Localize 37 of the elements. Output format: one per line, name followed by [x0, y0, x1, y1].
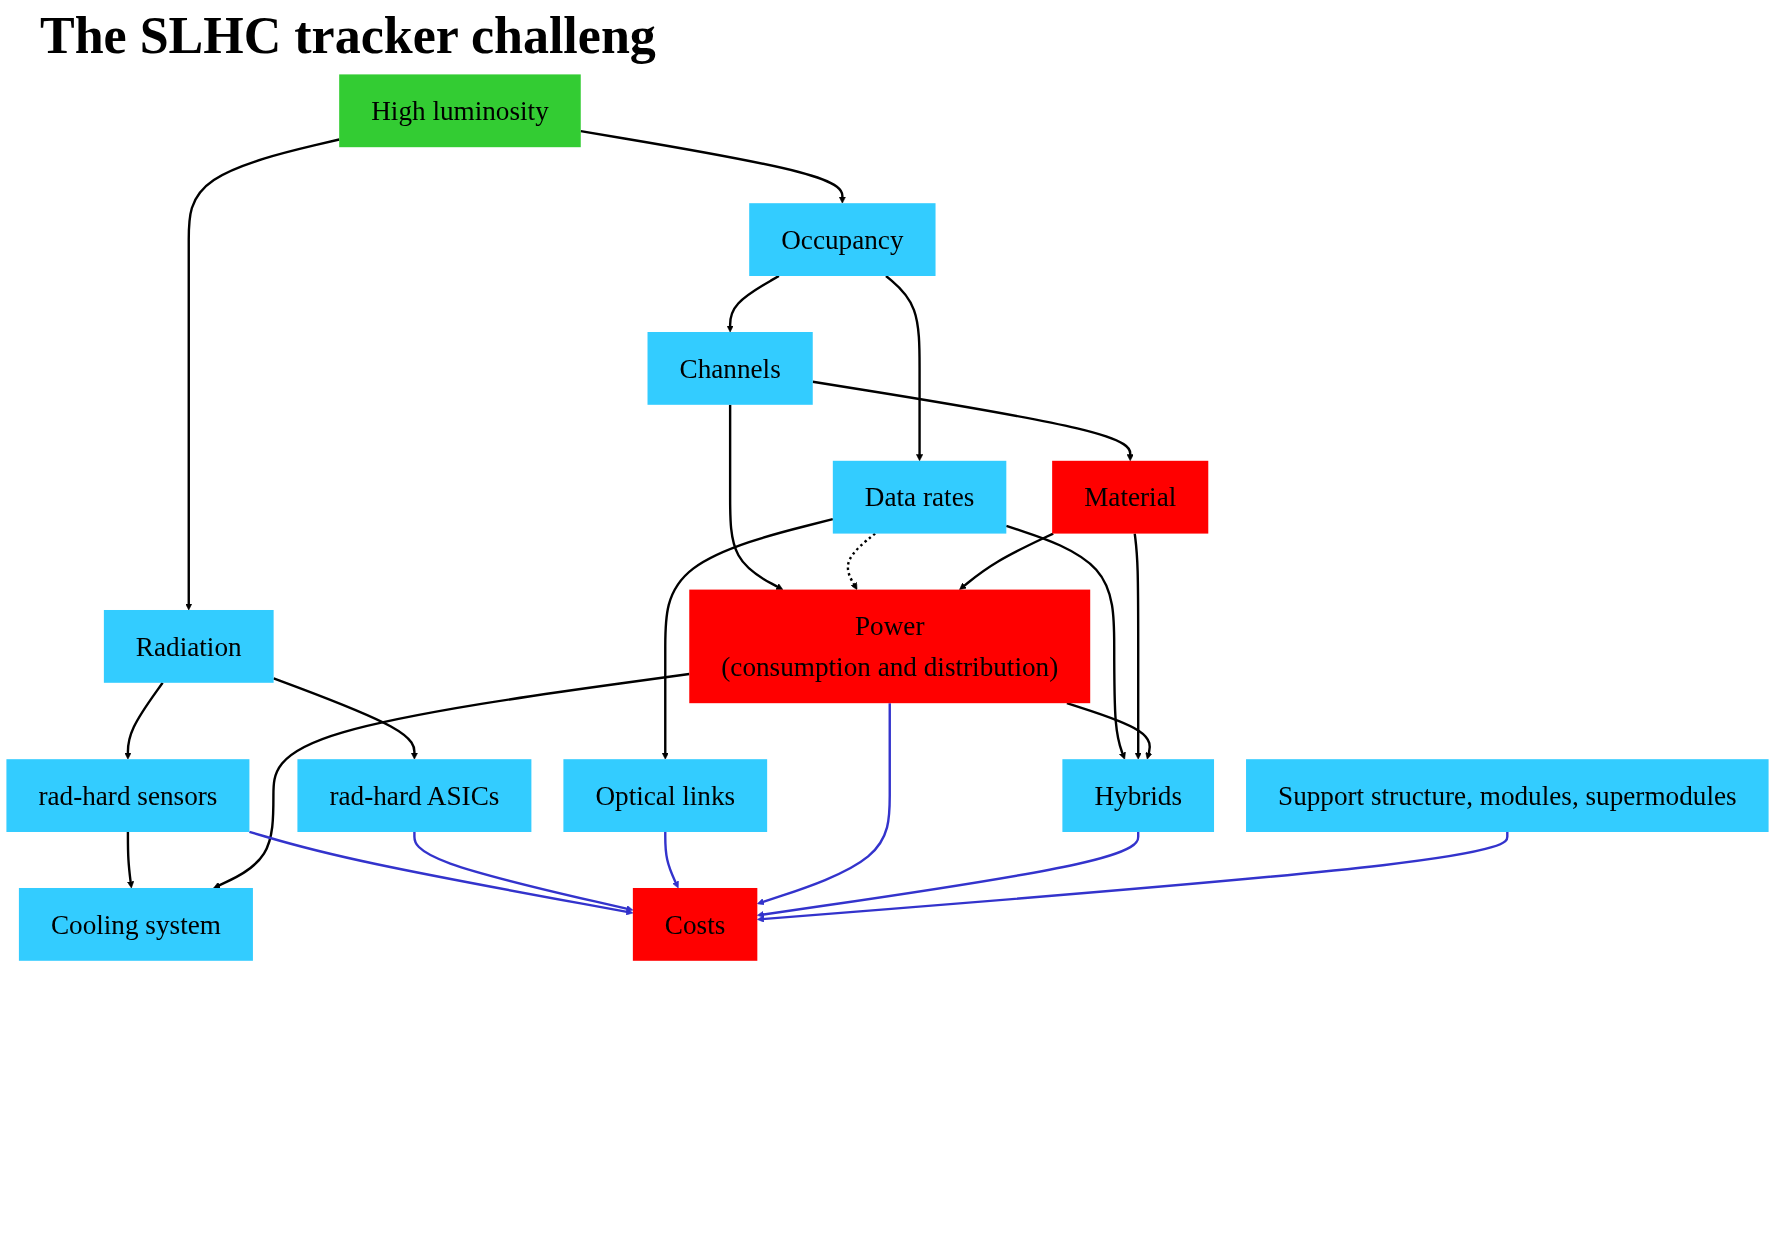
node-box: Data rates: [832, 460, 1007, 534]
node-box: rad-hard ASICs: [297, 759, 532, 832]
arrow: [249, 830, 634, 916]
arrow: [728, 404, 784, 590]
arrow: [846, 532, 876, 590]
title: The SLHC tracker challeng: [40, 6, 657, 66]
node-box: Channels: [647, 332, 813, 405]
arrow: [959, 532, 1054, 590]
arrow: [1066, 702, 1153, 760]
node-box: Optical links: [563, 759, 768, 832]
arrow: [413, 832, 634, 913]
node-box: rad-hard sensors: [6, 759, 250, 832]
node-box: Cooling system: [18, 888, 253, 961]
arrow: [757, 703, 891, 906]
node-box: Occupancy: [749, 203, 936, 276]
node-box: Power (consumption and distribution): [689, 589, 1091, 704]
arrow: [1005, 524, 1126, 760]
arrow: [664, 832, 679, 889]
arrow: [273, 677, 418, 760]
arrow: [185, 138, 340, 611]
node-box: High luminosity: [339, 74, 581, 148]
node-box: Support structure, modules, supermodules: [1246, 759, 1769, 832]
arrow: [757, 831, 1509, 923]
arrow: [213, 672, 690, 889]
arrow: [661, 518, 834, 760]
arrow: [126, 832, 135, 889]
node-box: Costs: [632, 888, 758, 961]
arrow: [726, 274, 780, 333]
arrow: [757, 832, 1140, 918]
arrow: [1133, 533, 1142, 760]
arrow: [885, 275, 924, 462]
arrow: [124, 682, 164, 760]
node-box: Material: [1052, 460, 1209, 534]
arrow: [580, 129, 846, 204]
arrow: [812, 380, 1134, 462]
node-box: Radiation: [103, 610, 274, 683]
node-box: Hybrids: [1062, 759, 1215, 832]
